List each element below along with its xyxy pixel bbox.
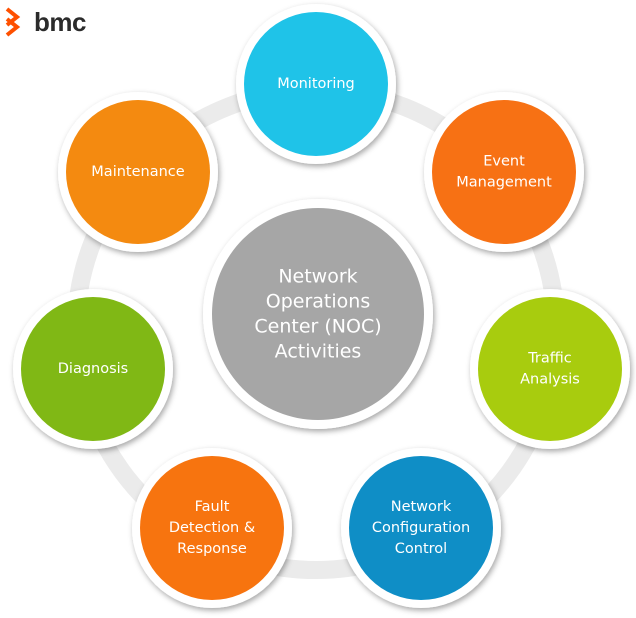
label-line: Event — [483, 154, 525, 170]
node-label: Monitoring — [277, 76, 355, 92]
label-line: Analysis — [520, 372, 580, 388]
node-monitoring: Monitoring — [236, 4, 396, 164]
label-line: Network — [278, 265, 357, 287]
label-line: Center (NOC) — [254, 315, 381, 337]
node-circle — [349, 456, 493, 600]
node-circle — [432, 100, 576, 244]
label-line: Diagnosis — [58, 361, 128, 377]
label-line: Maintenance — [91, 164, 184, 180]
node-circle — [21, 297, 165, 441]
center-hub-circle — [212, 208, 424, 420]
brand-logo: bmc — [4, 4, 86, 40]
node-circle — [66, 100, 210, 244]
label-line: Traffic — [527, 351, 572, 367]
label-line: Control — [395, 541, 447, 557]
label-line: Configuration — [372, 520, 470, 536]
bmc-chevron-logo-icon — [5, 7, 21, 37]
node-circle — [478, 297, 622, 441]
node-label: Maintenance — [91, 164, 184, 180]
brand-name: bmc — [34, 6, 86, 37]
node-maintenance: Maintenance — [58, 92, 218, 252]
node-circle — [140, 456, 284, 600]
node-circle — [244, 12, 388, 156]
label-line: Response — [177, 541, 247, 557]
label-line: Monitoring — [277, 76, 355, 92]
label-line: Fault — [195, 499, 230, 515]
label-line: Operations — [266, 290, 370, 312]
label-line: Network — [391, 499, 452, 515]
label-line: Activities — [275, 340, 362, 362]
label-line: Management — [456, 175, 552, 191]
node-label: Diagnosis — [58, 361, 128, 377]
node-diagnosis: Diagnosis — [13, 289, 173, 449]
label-line: Detection & — [169, 520, 255, 536]
